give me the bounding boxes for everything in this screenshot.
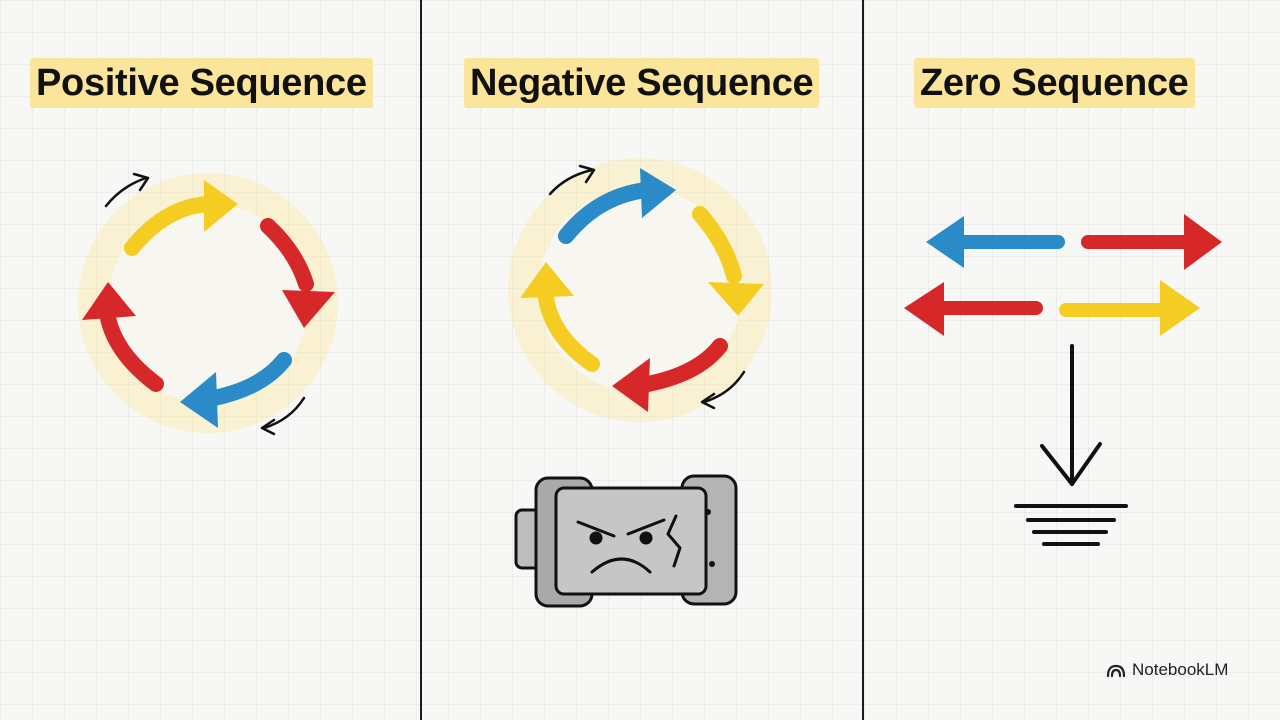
arrowhead-red-right	[282, 290, 335, 328]
phase-arrow-red-left	[100, 310, 164, 392]
arrowhead-blue	[180, 372, 218, 428]
positive-sequence-title: Positive Sequence	[30, 58, 373, 108]
arrowhead-yellow-right-zero	[1160, 280, 1200, 336]
phase-arrow-red-bottom	[640, 338, 728, 392]
negative-sequence-title: Negative Sequence	[464, 58, 820, 108]
rotation-arrow-top-neg	[548, 168, 594, 196]
notebooklm-logo-icon	[1106, 664, 1126, 678]
phase-arrow-blue	[206, 352, 292, 406]
arrowhead-red-left	[82, 282, 136, 320]
panel-divider-right	[862, 0, 864, 720]
positive-sequence-diagram	[78, 172, 338, 436]
notebooklm-brand: NotebookLM	[1106, 658, 1228, 682]
phase-arrow-yellow	[124, 196, 216, 256]
arrowhead-red-left-zero	[904, 282, 944, 336]
brand-label: NotebookLM	[1132, 660, 1229, 679]
phase-arrow-red-right	[260, 218, 314, 292]
arrowhead-blue-left	[926, 216, 964, 268]
rotation-arrow-bottom	[262, 396, 306, 430]
ground-symbol-icon	[1014, 504, 1128, 546]
arrowhead-yellow-right	[708, 282, 764, 316]
arrowhead-yellow	[204, 180, 238, 232]
arrowhead-red-bottom	[612, 358, 650, 412]
arrowhead-blue-top	[640, 168, 676, 218]
arrowhead-red-right-zero	[1184, 214, 1222, 270]
phase-arrow-yellow-left	[538, 290, 600, 372]
arrowhead-yellow-left	[520, 262, 574, 298]
phase-arrow-yellow-right	[692, 206, 742, 284]
rotation-arrow-top	[104, 176, 148, 208]
zero-sequence-title: Zero Sequence	[914, 58, 1195, 108]
panel-divider-left	[420, 0, 422, 720]
angry-battery-icon	[514, 474, 738, 608]
rotation-arrow-bottom-neg	[702, 370, 746, 404]
phase-arrow-blue-top	[558, 182, 654, 244]
